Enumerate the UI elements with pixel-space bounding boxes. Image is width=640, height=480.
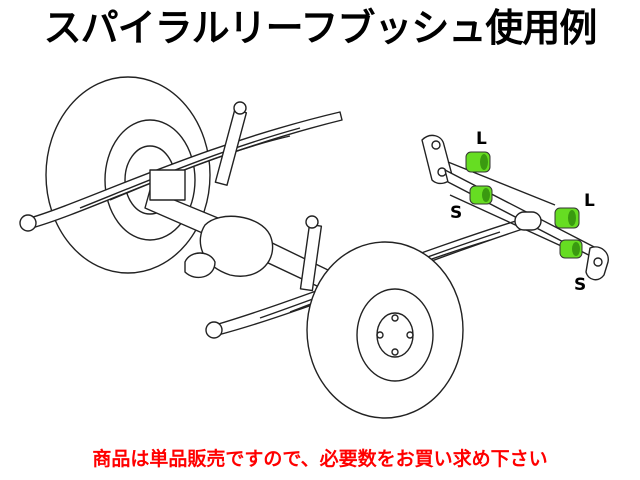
purchase-notice: 商品は単品販売ですので、必要数をお買い求め下さい	[92, 448, 548, 470]
upper-leaf-spring	[19, 111, 343, 232]
page-title: スパイラルリーフブッシュ使用例	[43, 6, 598, 50]
label-large-bushing-2: L	[584, 191, 595, 211]
bushing-small-1	[469, 185, 493, 205]
spring-mount-bracket	[149, 169, 186, 201]
bushing-large-1	[465, 151, 491, 173]
label-small-bushing-2: S	[574, 275, 586, 295]
axle-suspension-illustration: L S L S	[19, 76, 609, 419]
bushing-large-2	[554, 207, 580, 229]
shock-absorber-rear	[214, 101, 248, 186]
label-small-bushing-1: S	[450, 203, 462, 223]
front-right-tire	[306, 241, 464, 419]
label-large-bushing-1: L	[476, 129, 487, 149]
bushing-small-2	[559, 239, 583, 259]
shock-absorber-front	[299, 215, 323, 292]
rear-left-tire	[45, 76, 211, 274]
